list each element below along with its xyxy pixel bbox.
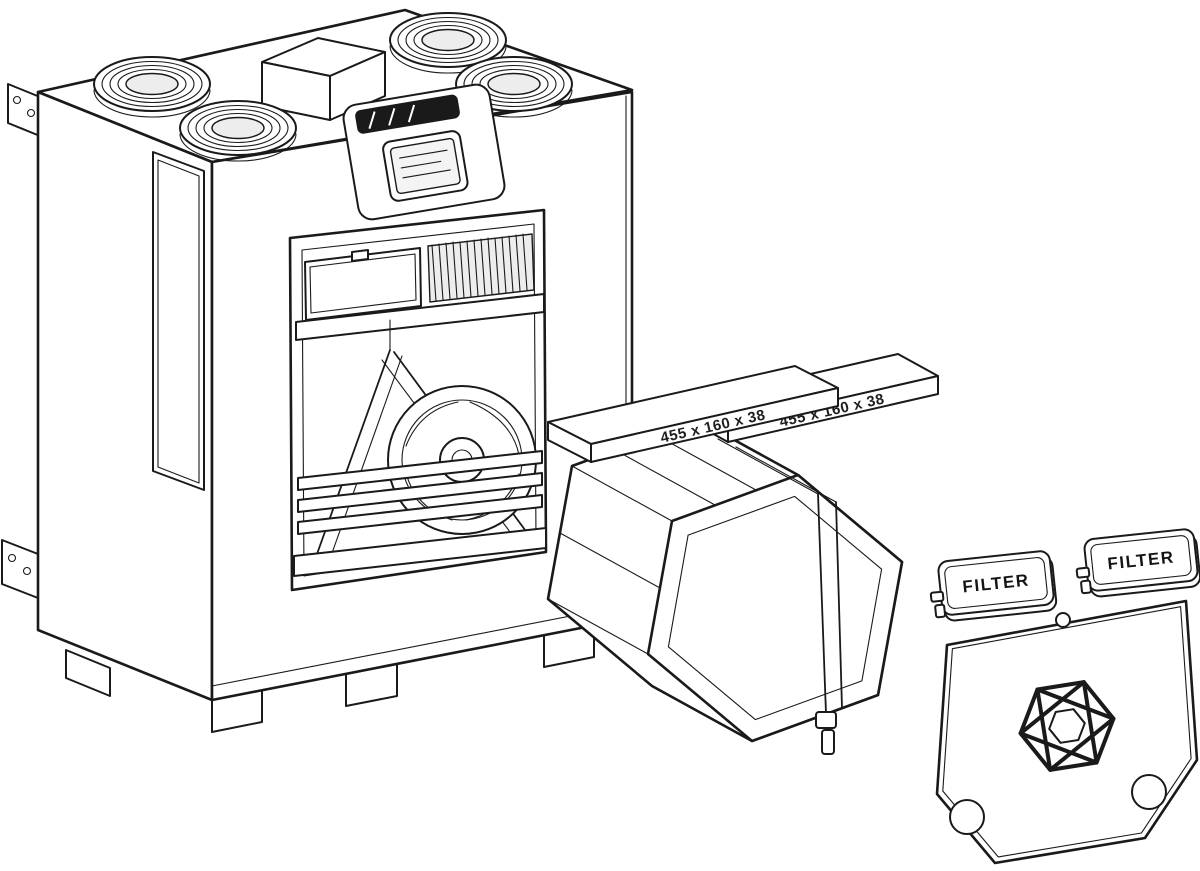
bottom-slats [293, 450, 547, 577]
ventilation-unit [1, 8, 634, 733]
duct-spigot-front-left [179, 100, 297, 162]
cover-screw-hole-top [1055, 612, 1071, 628]
control-panel [342, 83, 506, 221]
brand-logo-badge [355, 94, 460, 134]
base-feet [65, 624, 595, 733]
cover-hole-left [949, 799, 985, 835]
bypass-hood [261, 37, 386, 121]
cover-hole-right [1131, 774, 1167, 810]
duct-spigot-top-left [93, 56, 211, 118]
heat-exchanger [546, 418, 904, 755]
exchanger-front-face [646, 473, 904, 743]
filter-pull-tab-right: FILTER [1075, 528, 1200, 598]
cavity-divider [295, 293, 545, 341]
wall-bracket-bottom [1, 539, 39, 599]
filter-pull-tab-left: FILTER [929, 550, 1058, 622]
display-screen [382, 130, 469, 202]
cover-logo [1018, 680, 1116, 772]
duct-spigot-back-right [389, 12, 507, 74]
exchanger-inner-face [667, 495, 883, 721]
filter-slot-right [427, 233, 535, 303]
front-cover-panel [935, 599, 1199, 865]
side-recess-panel [152, 151, 205, 491]
filter-slot-left [304, 247, 422, 321]
exchanger-strap [717, 438, 843, 715]
wall-bracket-top [7, 83, 41, 137]
strap-buckle [815, 701, 837, 755]
